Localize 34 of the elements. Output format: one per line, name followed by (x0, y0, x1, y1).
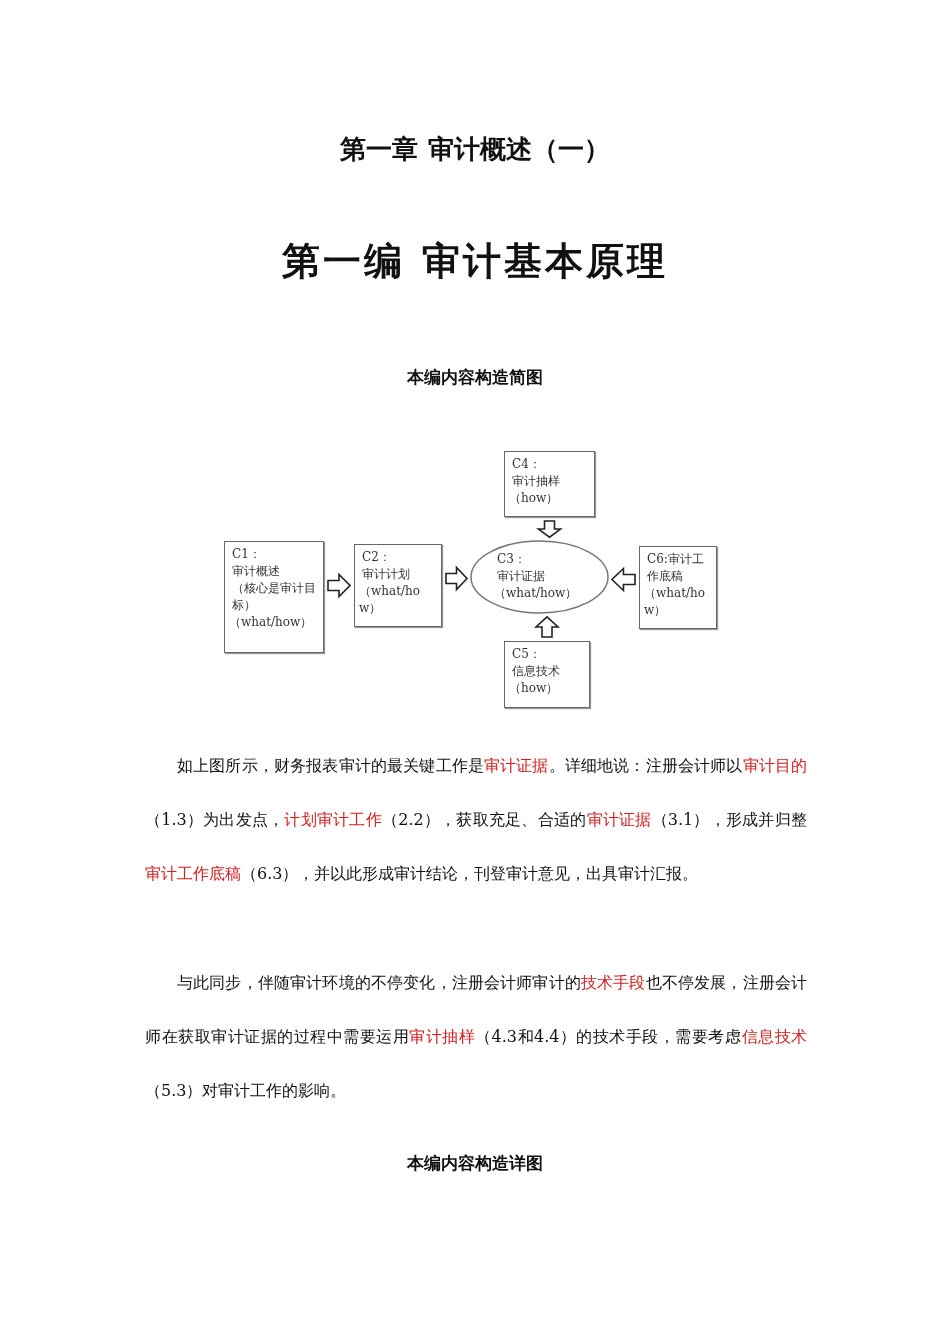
section-heading: 本编内容构造简图 (406, 366, 544, 389)
node-text: C5： (512, 646, 542, 663)
chapter-heading: 第一章 审计概述（一） (339, 133, 611, 166)
node-text: 审计抽样 (512, 473, 561, 490)
node-text: C2： (362, 549, 392, 566)
node-text: C4： (512, 456, 542, 473)
block-arrow (327, 572, 352, 599)
node-text: 信息技术 (512, 663, 561, 680)
node-text: C6:审计工作底稿 (647, 551, 705, 585)
process-box (224, 541, 324, 653)
block-arrow (536, 520, 563, 539)
section-heading: 本编内容构造详图 (406, 1152, 544, 1175)
node-text: C1： (232, 546, 262, 563)
page-title: 第一编 审计基本原理 (281, 237, 669, 285)
block-arrow (533, 615, 561, 638)
node-text: C3： (497, 551, 527, 568)
node-text: （what/how） (229, 614, 314, 631)
process-box (354, 544, 442, 627)
process-box (504, 641, 590, 708)
node-text: 审计计划 (362, 566, 411, 583)
block-arrow (445, 565, 469, 592)
node-text: （what/how） (359, 583, 421, 617)
node-text: （how） (509, 680, 560, 697)
node-text: （what/how） (494, 585, 579, 602)
process-box (639, 546, 717, 629)
node-text: （how） (509, 490, 560, 507)
process-box (504, 451, 595, 517)
paragraph: 如上图所示，财务报表审计的最关键工作是审计证据。详细地说：注册会计师以审计目的 （1.3）为出发点，计划审计工作（2.2），获取充足、合适的审计证据（3.1），形成并归整 审计工作底稿（6.3），并以此形成审计结论，刊登审计意见，出具审计汇报。 (145, 755, 807, 885)
node-text: 审计证据 (497, 568, 546, 585)
block-arrow (610, 566, 636, 593)
paragraph: 与此同步，伴随审计环境的不停变化，注册会计师审计的技术手段也不停发展，注册会计师在获取审计证据的过程中需要运用审计抽样（4.3和4.4）的技术手段，需要考虑信息技术 （5.3）对审计工作的影响。 (145, 972, 807, 1102)
node-text: 审计概述 (232, 563, 281, 580)
node-text: （核心是审计目标） (232, 580, 317, 614)
node-text: （what/how） (644, 585, 706, 619)
